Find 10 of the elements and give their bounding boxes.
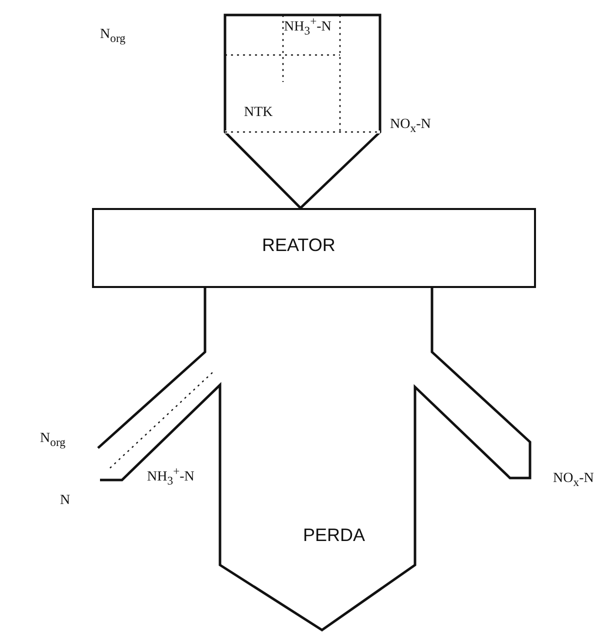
nitrogen-fraction-label: N$_{org}$ xyxy=(100,28,126,44)
nitrogen-fraction-label: N xyxy=(60,494,70,508)
nitrogen-fraction-label: NTK xyxy=(244,106,273,120)
nitrogen-fraction-label: NO$_{x}$-N xyxy=(553,472,594,488)
nitrogen-fraction-label: NO$_{x}$-N xyxy=(390,118,431,134)
nitrogen-fraction-label: N$_{org}$ xyxy=(40,432,66,448)
nitrogen-fraction-label: NH$_{3}$$^{+}$-N xyxy=(147,466,194,488)
stage-label: PERDA xyxy=(303,526,366,544)
stage-label: REATOR xyxy=(262,236,336,254)
nitrogen-fraction-label: NH$_{3}$$^{+}$-N xyxy=(284,16,332,38)
